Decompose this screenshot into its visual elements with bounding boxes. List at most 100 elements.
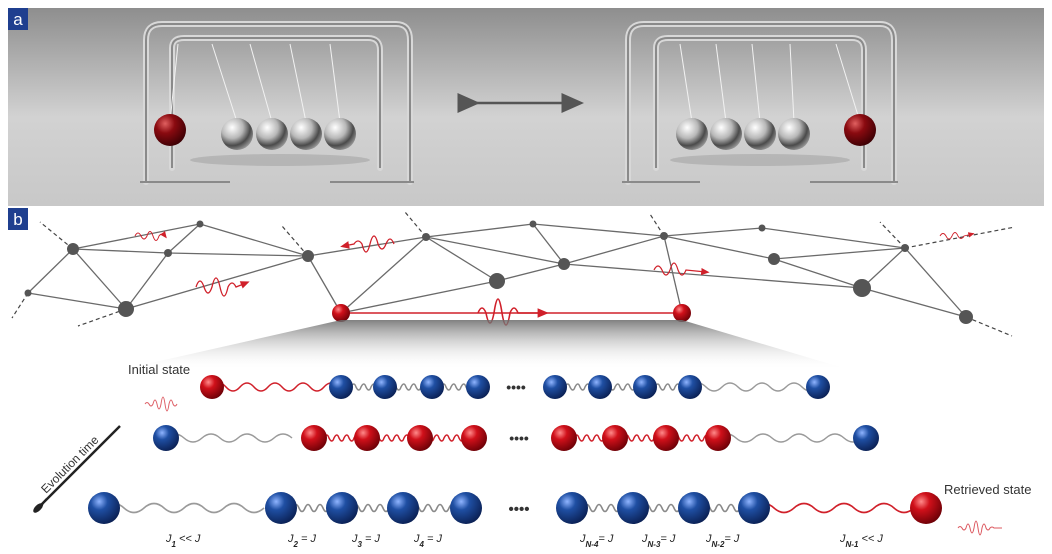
coupling-subscript: N-2 xyxy=(712,540,725,549)
blue-ball xyxy=(373,375,397,399)
blue-ball xyxy=(738,492,770,524)
coupling-subscript: N-3 xyxy=(648,540,661,549)
blue-ball xyxy=(633,375,657,399)
coupling-subscript: 1 xyxy=(172,540,177,549)
evolution-time-label: Evolution time xyxy=(38,433,101,496)
spring-strong xyxy=(340,383,477,391)
spring-strong xyxy=(571,503,753,513)
spring-strong xyxy=(280,503,462,513)
blue-ball xyxy=(543,375,567,399)
coupling-subscript: 2 xyxy=(293,540,299,549)
red-ball xyxy=(407,425,433,451)
coupling-symbol: J xyxy=(705,533,712,545)
blue-ball xyxy=(556,492,588,524)
panel-b-label-box xyxy=(8,208,28,230)
network-dashed-edges xyxy=(11,211,1016,337)
chrome-ball xyxy=(744,118,776,150)
initial-state-wave xyxy=(144,396,178,412)
network-node xyxy=(196,220,204,228)
coupling-symbol: J xyxy=(641,533,648,545)
blue-ball xyxy=(420,375,444,399)
coupling-symbol: J xyxy=(287,533,294,545)
coupling-label: J3 = J xyxy=(351,533,380,549)
blue-ball xyxy=(466,375,490,399)
network-node xyxy=(758,224,766,232)
blue-ball xyxy=(678,375,702,399)
coupling-subscript: N-4 xyxy=(586,540,599,549)
red-ball xyxy=(461,425,487,451)
coupling-relation: << J xyxy=(858,533,883,545)
spring-weak-red xyxy=(211,382,339,392)
coupling-labels: J1 << J J2 = J J3 = J J4 = J JN-4= J JN-… xyxy=(165,533,883,549)
chrome-ball xyxy=(324,118,356,150)
coupling-symbol: J xyxy=(351,533,358,545)
red-ball xyxy=(910,492,942,524)
coupling-symbol: J xyxy=(413,533,420,545)
initial-state-label: Initial state xyxy=(128,362,190,377)
spring-weak-gray xyxy=(689,382,819,392)
coupling-subscript: N-1 xyxy=(846,540,859,549)
network-node xyxy=(422,233,430,241)
panel-b-label: b xyxy=(13,210,22,229)
blue-ball xyxy=(153,425,179,451)
network-node xyxy=(660,232,668,240)
spring-strong xyxy=(554,383,691,391)
network-node xyxy=(164,249,172,257)
chrome-ball xyxy=(290,118,322,150)
spring-weak-red xyxy=(753,502,933,514)
chrome-ball xyxy=(221,118,253,150)
receiver-node xyxy=(673,304,691,322)
network-node xyxy=(901,244,909,252)
blue-ball xyxy=(450,492,482,524)
blue-ball xyxy=(806,375,830,399)
network-node xyxy=(768,253,780,265)
blue-ball xyxy=(678,492,710,524)
coupling-symbol: J xyxy=(579,533,586,545)
pendulum-strings-left xyxy=(169,43,341,123)
coupling-subscript: 4 xyxy=(419,540,425,549)
network-edges xyxy=(27,223,967,318)
red-ball xyxy=(551,425,577,451)
network-node xyxy=(118,301,134,317)
network-node xyxy=(489,273,505,289)
spring-strong-red xyxy=(313,434,480,442)
blue-ball xyxy=(853,425,879,451)
coupling-symbol: J xyxy=(839,533,846,545)
red-ball-right xyxy=(844,114,876,146)
panel-a-label: a xyxy=(13,10,23,29)
blue-ball xyxy=(387,492,419,524)
coupling-label: JN-1 << J xyxy=(839,533,883,549)
panel-a-label-box xyxy=(8,8,28,30)
network-node xyxy=(67,243,79,255)
network-node xyxy=(24,289,32,297)
red-ball xyxy=(602,425,628,451)
spring-weak-gray xyxy=(103,502,265,514)
coupling-relation: = J xyxy=(660,533,675,545)
coupling-relation: = J xyxy=(724,533,739,545)
chain-row-2: •••• xyxy=(153,425,879,451)
panel-a: a xyxy=(8,8,1044,206)
chain-ellipsis: •••• xyxy=(506,379,526,395)
newton-cradle-left xyxy=(140,21,414,185)
coupling-label: J2 = J xyxy=(287,533,316,549)
coupling-relation: = J xyxy=(598,533,613,545)
network-node xyxy=(853,279,871,297)
panel-b: b xyxy=(8,208,1031,549)
chrome-ball xyxy=(778,118,810,150)
red-ball xyxy=(301,425,327,451)
chain-ellipsis: •••• xyxy=(509,430,529,446)
chain-ellipsis: •••• xyxy=(508,501,529,518)
spring-strong-red xyxy=(563,434,715,442)
coupling-relation: = J xyxy=(424,533,443,545)
network-node xyxy=(558,258,570,270)
blue-ball xyxy=(88,492,120,524)
chain-row-3: •••• xyxy=(88,492,942,524)
blue-ball xyxy=(588,375,612,399)
chrome-ball xyxy=(710,118,742,150)
zoom-funnel xyxy=(120,320,850,370)
panel-a-background xyxy=(8,8,1044,206)
chain-row-1: •••• xyxy=(200,375,830,399)
network-wave-packets xyxy=(134,231,975,326)
coupling-label: J4 = J xyxy=(413,533,442,549)
coupling-relation: << J xyxy=(176,533,201,545)
